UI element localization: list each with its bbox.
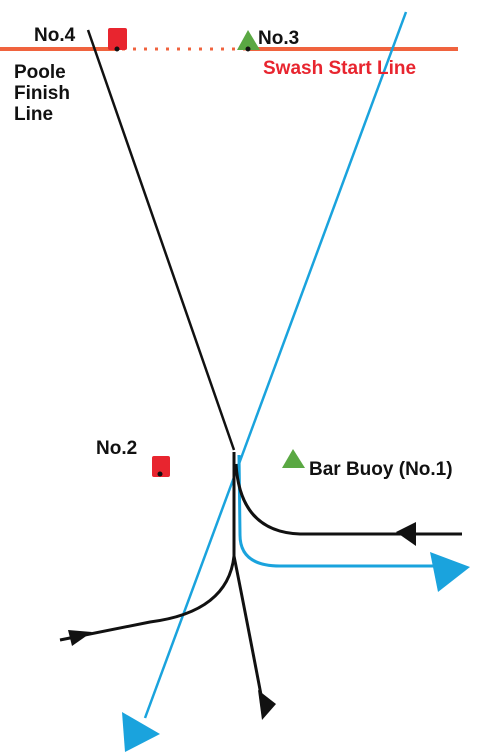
blue-course-diagonal: [143, 11, 408, 719]
mark-no3-point: [245, 46, 251, 52]
label-no3: No.3: [258, 28, 300, 49]
mark-no4: [108, 28, 127, 52]
black-course-curve-down: [232, 555, 264, 701]
black-arrowhead-right-icon: [396, 522, 416, 546]
green-triangle-mark-icon: [237, 30, 260, 50]
mark-no2-point: [157, 471, 163, 477]
mark-bar-buoy: [282, 449, 305, 468]
label-no2: No.2: [96, 438, 138, 459]
mark-no3: [237, 30, 260, 52]
blue-course-curve: [237, 454, 438, 568]
black-course-diagonal: [86, 29, 236, 451]
blue-arrowhead-bottom-icon: [122, 712, 160, 752]
label-no4: No.4: [34, 25, 76, 46]
label-bar-buoy: Bar Buoy (No.1): [309, 459, 453, 480]
mark-no4-point: [114, 46, 120, 52]
green-triangle-mark-icon: [282, 449, 305, 468]
label-finish-line: Poole Finish Line: [14, 62, 70, 125]
black-course-curve-right: [234, 463, 462, 536]
black-course-curve-left: [59, 555, 236, 642]
blue-arrowhead-right-icon: [430, 552, 470, 592]
red-square-mark-icon: [152, 456, 170, 477]
red-square-mark-icon: [108, 28, 127, 50]
mark-no2: [152, 456, 170, 477]
label-start-line: Swash Start Line: [263, 58, 417, 79]
black-arrowhead-left-icon: [68, 630, 92, 646]
black-arrowhead-down-icon: [258, 690, 276, 720]
